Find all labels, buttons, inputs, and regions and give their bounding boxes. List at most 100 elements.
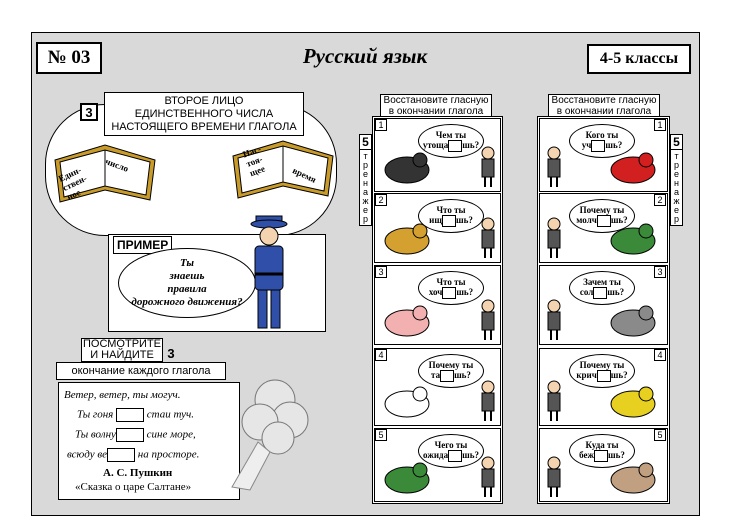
vowel-input-box[interactable] [448,450,463,462]
sheet-number: № 03 [36,42,102,74]
grade-badge: 4-5 классы [587,44,691,74]
left-panel-number: 2 [375,194,387,206]
girl-icon [479,299,497,341]
left-column-heading: Восстановите гласную в окончании глагола [380,94,492,118]
question-line-1: Чем ты [435,130,467,140]
left-trainer-letter: е [362,205,368,215]
poem-panel: Ветер, ветер, ты могуч. Ты гоня стаи туч… [58,382,240,500]
topic-line-3: НАСТОЯЩЕГО ВРЕМЕНИ ГЛАГОЛА [111,120,297,133]
poem-line-2-start: Ты гоня [77,408,114,421]
vowel-input-box[interactable] [442,287,457,299]
question-ending: шь? [608,450,625,461]
question-ending: шь? [456,287,474,298]
question-line-1: Что ты [436,277,466,287]
teacher-icon [545,217,563,259]
vowel-input-box[interactable] [593,287,608,299]
apple-worm-icon [606,148,660,186]
vowel-input-box[interactable] [441,215,456,227]
vowel-input-box[interactable] [594,450,609,462]
left-trainer-letter: т [363,151,368,161]
vowel-input-box[interactable] [596,370,611,382]
look-line-2: И НАЙДИТЕ [90,349,154,361]
question-line-1: Почему ты [579,360,625,370]
question-stem: крич [576,370,597,381]
topic-line-2: ЕДИНСТВЕННОГО ЧИСЛА [134,107,274,120]
poem-line-1: Ветер, ветер, ты могуч. [64,389,181,401]
book-right-icon [232,140,334,199]
right-trainer-number: 5 [671,135,682,150]
right-panel-number: 4 [654,349,666,361]
left-trainer-letter: е [362,169,368,179]
book-left-icon [54,144,156,203]
wolf-mushroom-icon [606,301,660,339]
wind-cloud-icon [231,379,309,491]
left-trainer-letter: ж [362,196,369,206]
teacher-icon [545,146,563,188]
example-line-4: дорожного движения? [131,296,243,308]
example-line-2: знаешь [169,270,205,282]
poem-line-4-start: всюду ве [67,448,107,461]
look-badge: 3 [167,345,175,361]
left-heading-line-2: в окончании глагола [388,106,484,117]
example-label: ПРИМЕР [113,236,173,254]
hamster-wheel-icon [606,458,660,496]
girl-icon [479,380,497,422]
vowel-input-box[interactable] [596,215,611,227]
question-ending: шь? [455,215,473,226]
look-label: ПОСМОТРИТЕ И НАЙДИТЕ [81,338,163,362]
question-stem: молч [576,215,597,226]
topic-title: ВТОРОЕ ЛИЦО ЕДИНСТВЕННОГО ЧИСЛА НАСТОЯЩЕ… [104,92,304,136]
snowman-icon [380,382,434,420]
right-heading-line-1: Восстановите гласную [551,95,657,106]
question-stem: ищ [429,215,442,226]
question-line-1: Чего ты [434,440,468,450]
look-line-1: ПОСМОТРИТЕ [82,338,162,350]
pig-icon [380,301,434,339]
page-title: Русский язык [302,44,428,68]
vowel-input-box[interactable] [440,370,455,382]
question-line-1: Почему ты [428,360,474,370]
girl-icon [479,456,497,498]
right-trainer-letter: р [673,160,679,170]
question-line-1: Почему ты [579,205,625,215]
right-panel-number: 5 [654,429,666,441]
example-line-3: правила [167,283,207,295]
vowel-input-box[interactable] [448,140,463,152]
left-panel-number: 1 [375,119,387,131]
question-ending: шь? [462,450,479,461]
question-line-2: ищ шь? [429,215,473,227]
left-panel-number: 4 [375,349,387,361]
question-line-1: Что ты [436,205,466,215]
left-trainer-letter: р [362,214,368,224]
turtle-icon [606,219,660,257]
question-stem: уч [581,140,592,151]
left-panel-number: 5 [375,429,387,441]
right-trainer-letter: т [674,151,679,161]
poem-gap-2[interactable] [115,428,144,442]
right-column-heading: Восстановите гласную в окончании глагола [548,94,660,118]
right-panel-number: 2 [654,194,666,206]
vowel-input-box[interactable] [591,140,606,152]
example-bubble: Ты знаешь правила дорожного движения? [118,248,256,318]
question-line-2: ожида шь? [423,450,479,462]
poem-line-3-end: сине море, [146,428,196,441]
penguin-icon [380,148,434,186]
question-stem: ожида [423,450,449,461]
poem-gap-1[interactable] [116,408,145,422]
poem-gap-3[interactable] [106,448,135,462]
